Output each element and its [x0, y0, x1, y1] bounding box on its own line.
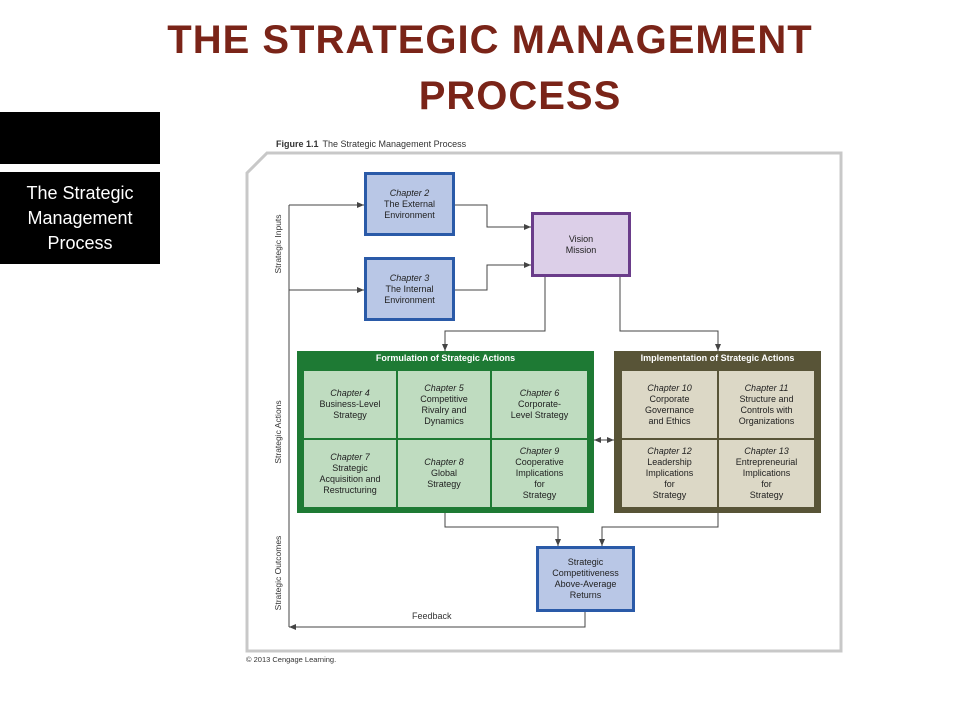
internal-line1: The Internal: [385, 283, 434, 294]
cell-line: Implications: [742, 468, 791, 478]
cell-line: Cooperative: [515, 457, 564, 467]
cell-line: Corporate-: [517, 399, 562, 409]
internal-line2: Environment: [384, 294, 435, 305]
cell-line: Dynamics: [424, 415, 464, 426]
strategic-actions-label: Strategic Actions: [273, 400, 283, 464]
cell-chapter: Chapter 4: [330, 388, 370, 398]
cell-line: for: [664, 479, 675, 489]
cell-chapter: Chapter 5: [424, 382, 464, 393]
feedback-label: Feedback: [412, 611, 452, 621]
cell-line: Implications: [515, 468, 564, 478]
copyright-notice: © 2013 Cengage Learning.: [246, 655, 337, 664]
cell-chapter: Chapter 11: [744, 382, 789, 393]
external-line2: Environment: [384, 209, 435, 220]
cell-chapter: Chapter 7: [330, 451, 370, 462]
implementation-cell-chapter-13[interactable]: Chapter 13 Entrepreneurial Implications …: [719, 440, 814, 507]
cell-line: Business-Level: [319, 399, 381, 409]
implementation-cell-chapter-12[interactable]: Chapter 12 Leadership Implications for S…: [622, 440, 717, 507]
cell-line: Strategy: [333, 410, 367, 420]
cell-chapter: Chapter 9: [519, 446, 560, 456]
cell-line: Controls with: [740, 404, 793, 415]
cell-chapter: Chapter 13: [744, 446, 789, 456]
external-environment-box[interactable]: Chapter 2 The External Environment: [364, 172, 455, 236]
side-label-line1: The Strategic: [26, 182, 134, 203]
formulation-cell-chapter-9[interactable]: Chapter 9 Cooperative Implications for S…: [492, 440, 587, 507]
side-label-box[interactable]: The Strategic Management Process: [0, 172, 160, 264]
strategic-competitiveness-box[interactable]: Strategic Competitiveness Above-Average …: [536, 546, 635, 612]
internal-environment-box[interactable]: Chapter 3 The Internal Environment: [364, 257, 455, 321]
implementation-title: Implementation of Strategic Actions: [640, 353, 795, 363]
cell-line: Strategy: [427, 479, 461, 489]
vision-mission-box[interactable]: Vision Mission: [531, 212, 631, 277]
cell-line: Strategy: [652, 490, 687, 500]
cell-line: for: [761, 479, 772, 489]
slide-title: THE STRATEGIC MANAGEMENT PROCESS: [120, 12, 860, 124]
cell-line: for: [534, 479, 545, 489]
cell-line: Rivalry and: [421, 404, 467, 415]
cell-line: Restructuring: [323, 484, 377, 495]
side-bar-top: [0, 112, 160, 164]
side-label-line3: Process: [47, 232, 113, 253]
outcome-line: Returns: [569, 590, 602, 600]
strategic-inputs-label: Strategic Inputs: [273, 214, 283, 274]
cell-line: Implications: [645, 468, 694, 478]
figure-number: Figure 1.1: [276, 139, 319, 149]
cell-line: Strategy: [522, 490, 557, 500]
cell-line: Governance: [644, 404, 695, 415]
cell-line: Entrepreneurial: [735, 457, 798, 467]
cell-chapter: Chapter 6: [519, 388, 560, 398]
slide-title-line1: THE STRATEGIC MANAGEMENT: [167, 18, 813, 62]
slide-title-line2: PROCESS: [418, 74, 622, 118]
cell-line: and Ethics: [648, 415, 691, 426]
formulation-cell-chapter-7[interactable]: Chapter 7 Strategic Acquisition and Rest…: [304, 440, 396, 507]
internal-chapter: Chapter 3: [389, 272, 430, 283]
formulation-cell-chapter-6[interactable]: Chapter 6 Corporate- Level Strategy: [492, 371, 587, 438]
cell-chapter: Chapter 8: [424, 457, 464, 467]
formulation-cell-chapter-8[interactable]: Chapter 8 Global Strategy: [398, 440, 490, 507]
cell-chapter: Chapter 10: [647, 382, 692, 393]
side-label-line2: Management: [27, 207, 133, 228]
vision-label: Vision: [568, 233, 594, 244]
implementation-cell-chapter-11[interactable]: Chapter 11 Structure and Controls with O…: [719, 371, 814, 438]
cell-line: Level Strategy: [510, 410, 569, 420]
cell-line: Structure and: [739, 393, 794, 404]
cell-line: Competitive: [420, 393, 468, 404]
outcome-line: Strategic: [567, 557, 604, 567]
cell-line: Strategy: [749, 490, 784, 500]
mission-label: Mission: [565, 244, 597, 255]
formulation-cell-chapter-5[interactable]: Chapter 5 Competitive Rivalry and Dynami…: [398, 371, 490, 438]
cell-line: Organizations: [738, 415, 795, 426]
cell-line: Corporate: [649, 393, 690, 404]
figure-caption-text: The Strategic Management Process: [322, 139, 467, 149]
external-line1: The External: [383, 198, 436, 209]
cell-chapter: Chapter 12: [647, 446, 692, 456]
strategic-outcomes-label: Strategic Outcomes: [273, 535, 283, 611]
outcome-line: Competitiveness: [552, 568, 619, 578]
cell-line: Global: [430, 468, 457, 478]
cell-line: Leadership: [647, 457, 692, 467]
cell-line: Acquisition and: [319, 473, 381, 484]
implementation-cell-chapter-10[interactable]: Chapter 10 Corporate Governance and Ethi…: [622, 371, 717, 438]
formulation-cell-chapter-4[interactable]: Chapter 4 Business-Level Strategy: [304, 371, 396, 438]
external-chapter: Chapter 2: [389, 187, 430, 198]
outcome-line: Above-Average: [554, 579, 617, 589]
cell-line: Strategic: [332, 462, 368, 473]
formulation-title: Formulation of Strategic Actions: [375, 353, 516, 363]
